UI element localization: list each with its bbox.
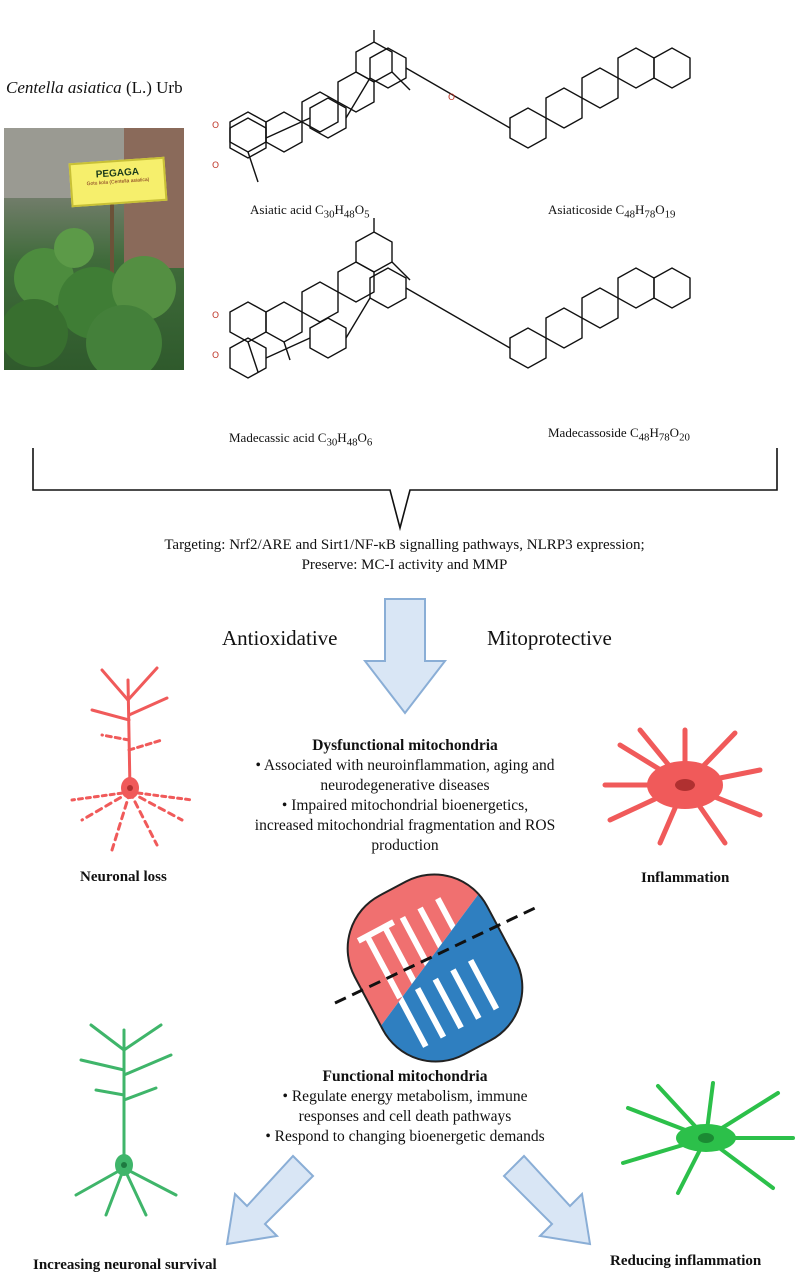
functional-mitochondria-text: Functional mitochondria • Regulate energ…: [225, 1067, 585, 1147]
svg-text:O: O: [212, 161, 219, 171]
mitochondrion-icon: [334, 873, 536, 1063]
functional-title: Functional mitochondria: [322, 1068, 488, 1085]
formula: C30H48O5: [314, 202, 370, 221]
functional-bullet-1b: responses and cell death pathways: [298, 1108, 512, 1125]
formula: C30H48O6: [317, 430, 373, 449]
plant-photo-art: [4, 128, 184, 370]
microglia-healthy-icon: [621, 1081, 795, 1195]
label-inflammation: Inflammation: [641, 870, 730, 886]
dysfunctional-bullet-1b: neurodegenerative diseases: [320, 777, 490, 794]
plant-authority: (L.) Urb: [121, 78, 183, 97]
compound-caption-asiaticoside: Asiaticoside C48H78O19: [548, 202, 676, 221]
svg-text:O: O: [212, 311, 219, 321]
label-reducing-inflammation: Reducing inflammation: [610, 1253, 762, 1269]
chemical-structures: O O O O O: [212, 30, 691, 379]
dysfunctional-title: Dysfunctional mitochondria: [312, 737, 498, 754]
astrocyte-inflamed-icon: [602, 727, 763, 846]
compound-caption-madecassic-acid: Madecassic acid C30H48O6: [229, 430, 373, 449]
svg-text:O: O: [448, 93, 455, 103]
compound-caption-asiatic-acid: Asiatic acid C30H48O5: [250, 202, 370, 221]
label-neuronal-loss: Neuronal loss: [80, 869, 167, 885]
dysfunctional-bullet-2b: increased mitochondrial fragmentation an…: [254, 817, 556, 834]
dysfunctional-mitochondria-text: Dysfunctional mitochondria • Associated …: [225, 736, 585, 856]
arrow-to-survival-icon: [225, 1154, 315, 1246]
targets-line-2: Preserve: MC-I activity and MMP: [301, 557, 508, 573]
compound-caption-madecassoside: Madecassoside C48H78O20: [548, 425, 690, 444]
plant-title: Centella asiatica (L.) Urb: [6, 78, 183, 98]
label-increasing-neuronal-survival: Increasing neuronal survival: [33, 1257, 217, 1273]
functional-bullet-1a: • Regulate energy metabolism, immune: [282, 1088, 528, 1105]
dysfunctional-bullet-2a: • Impaired mitochondrial bioenergetics,: [281, 797, 529, 814]
neuron-damaged-icon: [70, 666, 194, 852]
dysfunctional-bullet-1a: • Associated with neuroinflammation, agi…: [255, 757, 555, 774]
dysfunctional-bullet-2c: production: [371, 837, 439, 854]
plant-photo: PEGAGA Gotu kola (Centella asiatica): [4, 128, 184, 370]
convergence-bracket: [32, 448, 778, 532]
formula: C48H78O19: [615, 202, 676, 221]
down-arrow-icon: [362, 598, 448, 715]
asiatic-acid-structure: [229, 30, 411, 183]
targets-line-1: Targeting: Nrf2/ARE and Sirt1/NF-κB sign…: [164, 537, 645, 553]
madecassic-acid-structure: [229, 218, 411, 373]
neuron-healthy-icon: [74, 1023, 178, 1217]
svg-text:O: O: [212, 351, 219, 361]
heading-antioxidative: Antioxidative: [222, 626, 338, 650]
functional-bullet-2: • Respond to changing bioenergetic deman…: [265, 1128, 545, 1145]
arrow-to-reducing-inflammation-icon: [502, 1154, 592, 1246]
asiaticoside-structure: [229, 47, 691, 159]
plant-species: Centella asiatica: [6, 78, 122, 97]
svg-text:O: O: [212, 121, 219, 131]
madecassoside-structure: [229, 267, 691, 379]
formula: C48H78O20: [629, 425, 690, 444]
targets-text: Targeting: Nrf2/ARE and Sirt1/NF-κB sign…: [0, 535, 809, 575]
heading-mitoprotective: Mitoprotective: [487, 626, 612, 650]
plant-sign: PEGAGA Gotu kola (Centella asiatica): [68, 156, 168, 208]
